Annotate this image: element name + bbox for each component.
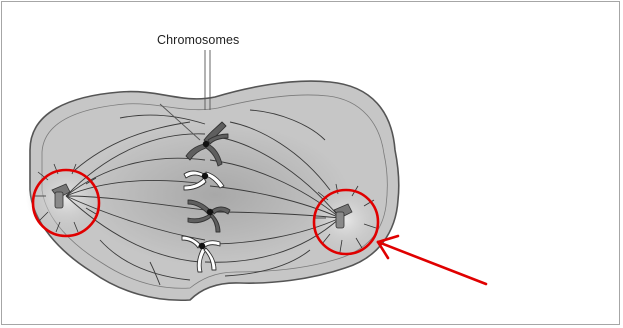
spindle-center	[80, 123, 350, 267]
right-pole-glow	[305, 184, 385, 256]
left-pole-glow	[26, 162, 106, 234]
red-arrow-icon	[378, 236, 486, 284]
chromosomes-label: Chromosomes	[157, 33, 239, 47]
